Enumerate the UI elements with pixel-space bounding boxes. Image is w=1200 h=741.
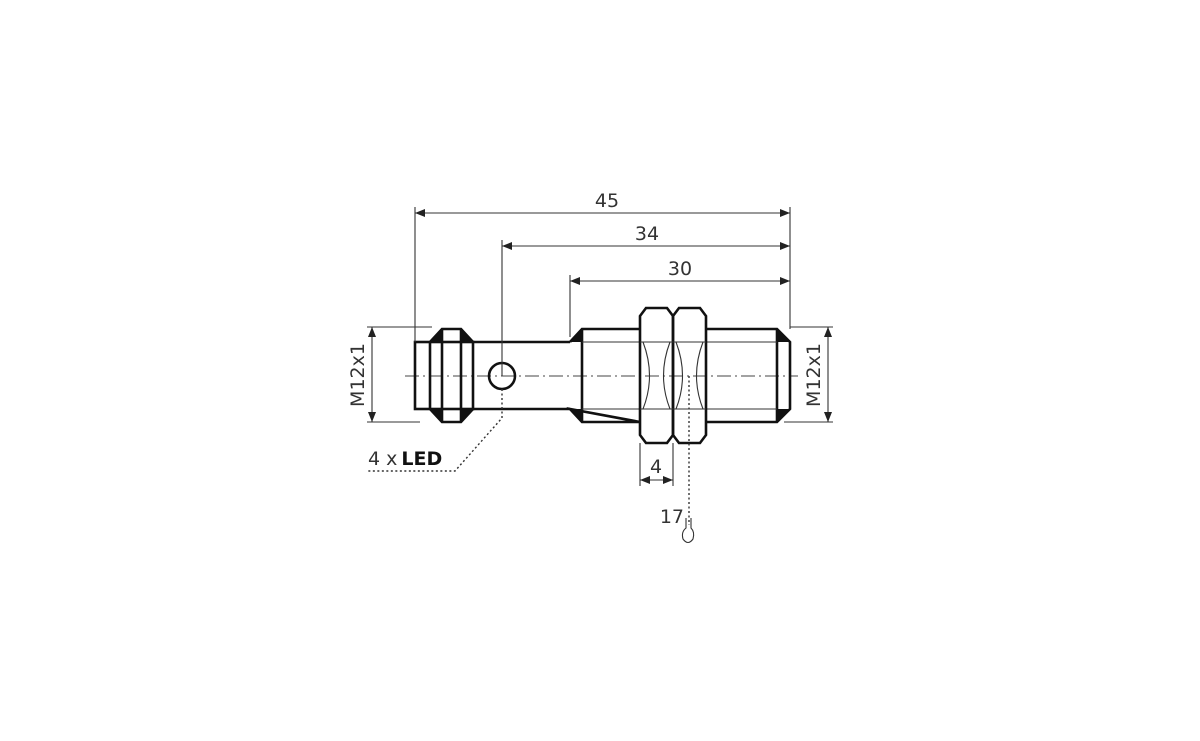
dimension-label: 34 <box>635 223 659 245</box>
wrench-size-callout: 17 <box>660 376 695 544</box>
dimension-34: 34 <box>501 223 790 376</box>
dimension-30: 30 <box>569 258 790 337</box>
dimension-right-thread: M12x1 <box>784 326 833 423</box>
hex-nuts <box>638 306 708 445</box>
dimension-label: M12x1 <box>803 343 825 407</box>
dimension-label: 4 <box>650 456 662 478</box>
wrench-icon <box>681 518 695 544</box>
dimension-label: 17 <box>660 506 684 528</box>
dimension-nut-thickness: 4 <box>639 443 674 486</box>
dimension-left-thread: M12x1 <box>347 326 432 423</box>
dimension-45: 45 <box>414 190 791 342</box>
dimension-label: 30 <box>668 258 692 280</box>
dimension-label: M12x1 <box>347 343 369 407</box>
threaded-barrel <box>566 327 792 424</box>
dimension-label: 45 <box>595 190 619 212</box>
connector-end <box>413 327 475 424</box>
